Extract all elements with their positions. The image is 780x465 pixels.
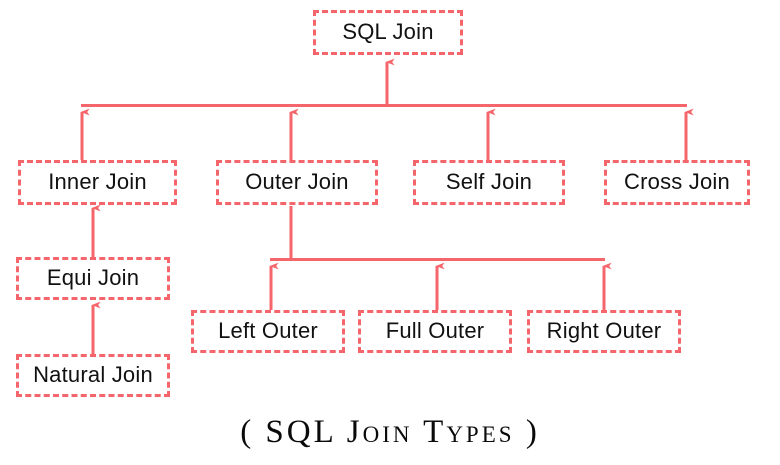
node-equi-join[interactable]: Equi Join: [16, 257, 170, 300]
diagram-caption: ( SQL Join Types ): [240, 414, 540, 450]
node-outer-join[interactable]: Outer Join: [216, 160, 378, 205]
node-left-outer[interactable]: Left Outer: [191, 310, 345, 353]
node-cross-join[interactable]: Cross Join: [604, 160, 750, 205]
node-equi-join-label: Equi Join: [46, 264, 140, 290]
node-natural-join-label: Natural Join: [33, 361, 153, 387]
node-full-outer-label: Full Outer: [385, 317, 485, 343]
node-left-outer-label: Left Outer: [218, 317, 318, 343]
node-right-outer-label: Right Outer: [546, 317, 662, 343]
node-self-join[interactable]: Self Join: [413, 160, 565, 205]
node-inner-join-label: Inner Join: [48, 168, 147, 194]
edge-group-outer-join: [269, 206, 612, 310]
node-right-outer[interactable]: Right Outer: [527, 310, 681, 353]
edge-group-root: [80, 58, 694, 160]
node-self-join-label: Self Join: [445, 168, 533, 194]
node-sql-join-label: SQL Join: [342, 18, 434, 44]
node-sql-join[interactable]: SQL Join: [313, 10, 463, 55]
node-outer-join-label: Outer Join: [245, 168, 349, 194]
node-cross-join-label: Cross Join: [624, 168, 730, 194]
node-inner-join[interactable]: Inner Join: [18, 160, 177, 205]
node-natural-join[interactable]: Natural Join: [16, 354, 170, 397]
node-full-outer[interactable]: Full Outer: [358, 310, 512, 353]
